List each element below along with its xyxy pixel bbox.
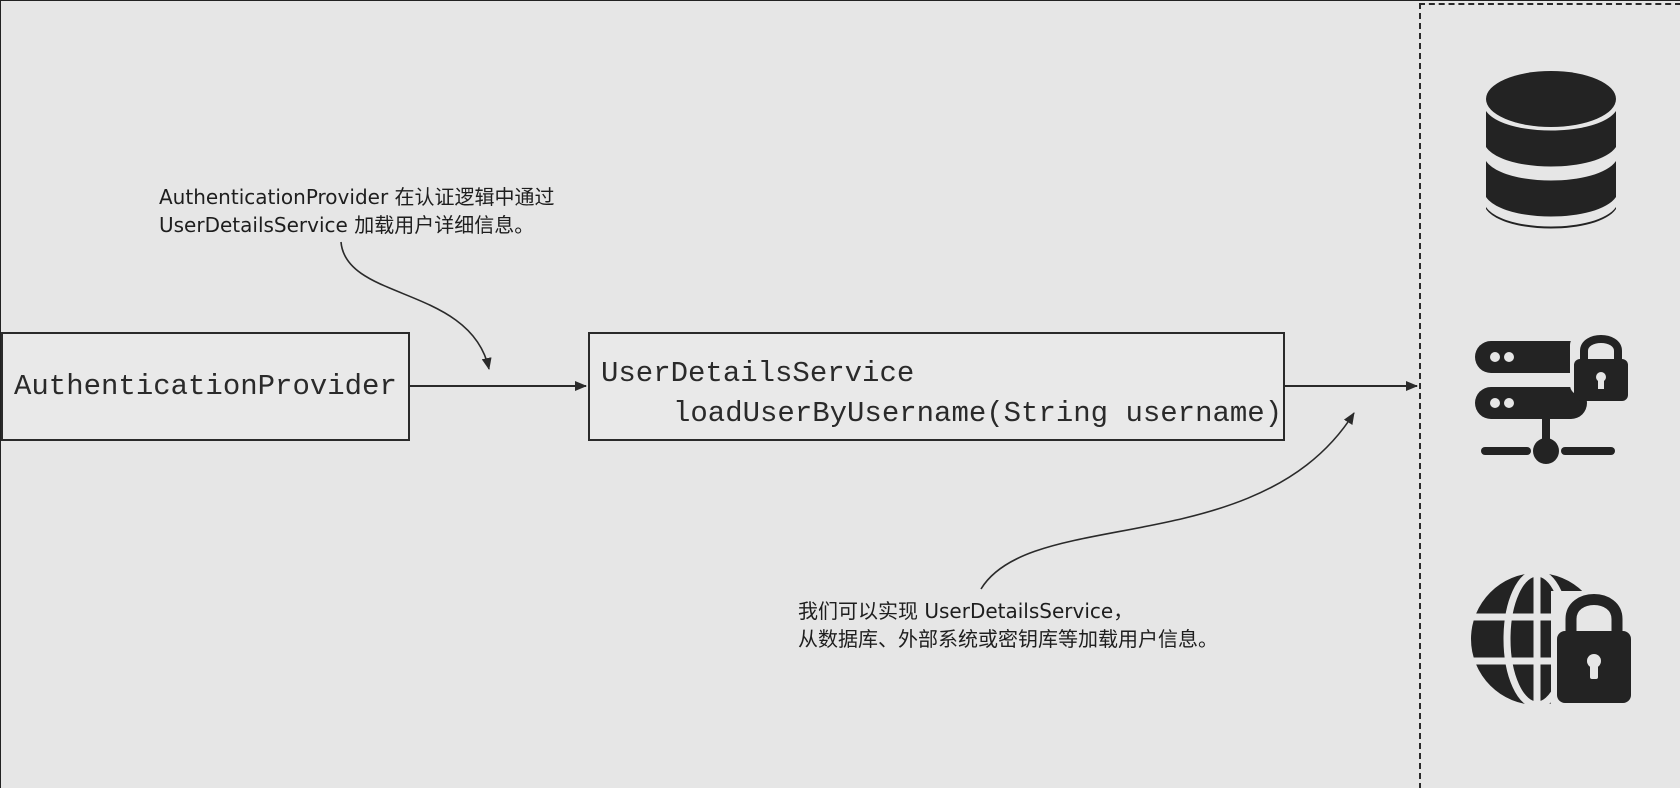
user-details-service-label: UserDetailsService — [601, 357, 915, 390]
secure-server-icon — [1475, 335, 1630, 464]
provider-annotation-line-2: UserDetailsService 加载用户详细信息。 — [159, 213, 535, 237]
callout-top-pointer — [340, 241, 492, 370]
implementation-annotation: 我们可以实现 UserDetailsService， 从数据库、外部系统或密钥库… — [798, 597, 1218, 653]
provider-annotation-line-1: AuthenticationProvider 在认证逻辑中通过 — [159, 185, 555, 209]
user-details-service-box: UserDetailsService loadUserByUsername(St… — [588, 332, 1285, 441]
provider-annotation: AuthenticationProvider 在认证逻辑中通过 UserDeta… — [159, 183, 555, 239]
callout-bottom-pointer — [980, 412, 1355, 590]
authentication-provider-box: AuthenticationProvider — [1, 332, 410, 441]
secure-web-icon — [1471, 571, 1637, 711]
implementation-annotation-line-2: 从数据库、外部系统或密钥库等加载用户信息。 — [798, 627, 1218, 651]
database-icon — [1486, 71, 1616, 229]
storage-zone — [1419, 3, 1680, 788]
load-user-method-label: loadUserByUsername(String username) — [673, 397, 1283, 430]
implementation-annotation-line-1: 我们可以实现 UserDetailsService， — [798, 599, 1134, 623]
authentication-provider-label: AuthenticationProvider — [14, 370, 397, 403]
